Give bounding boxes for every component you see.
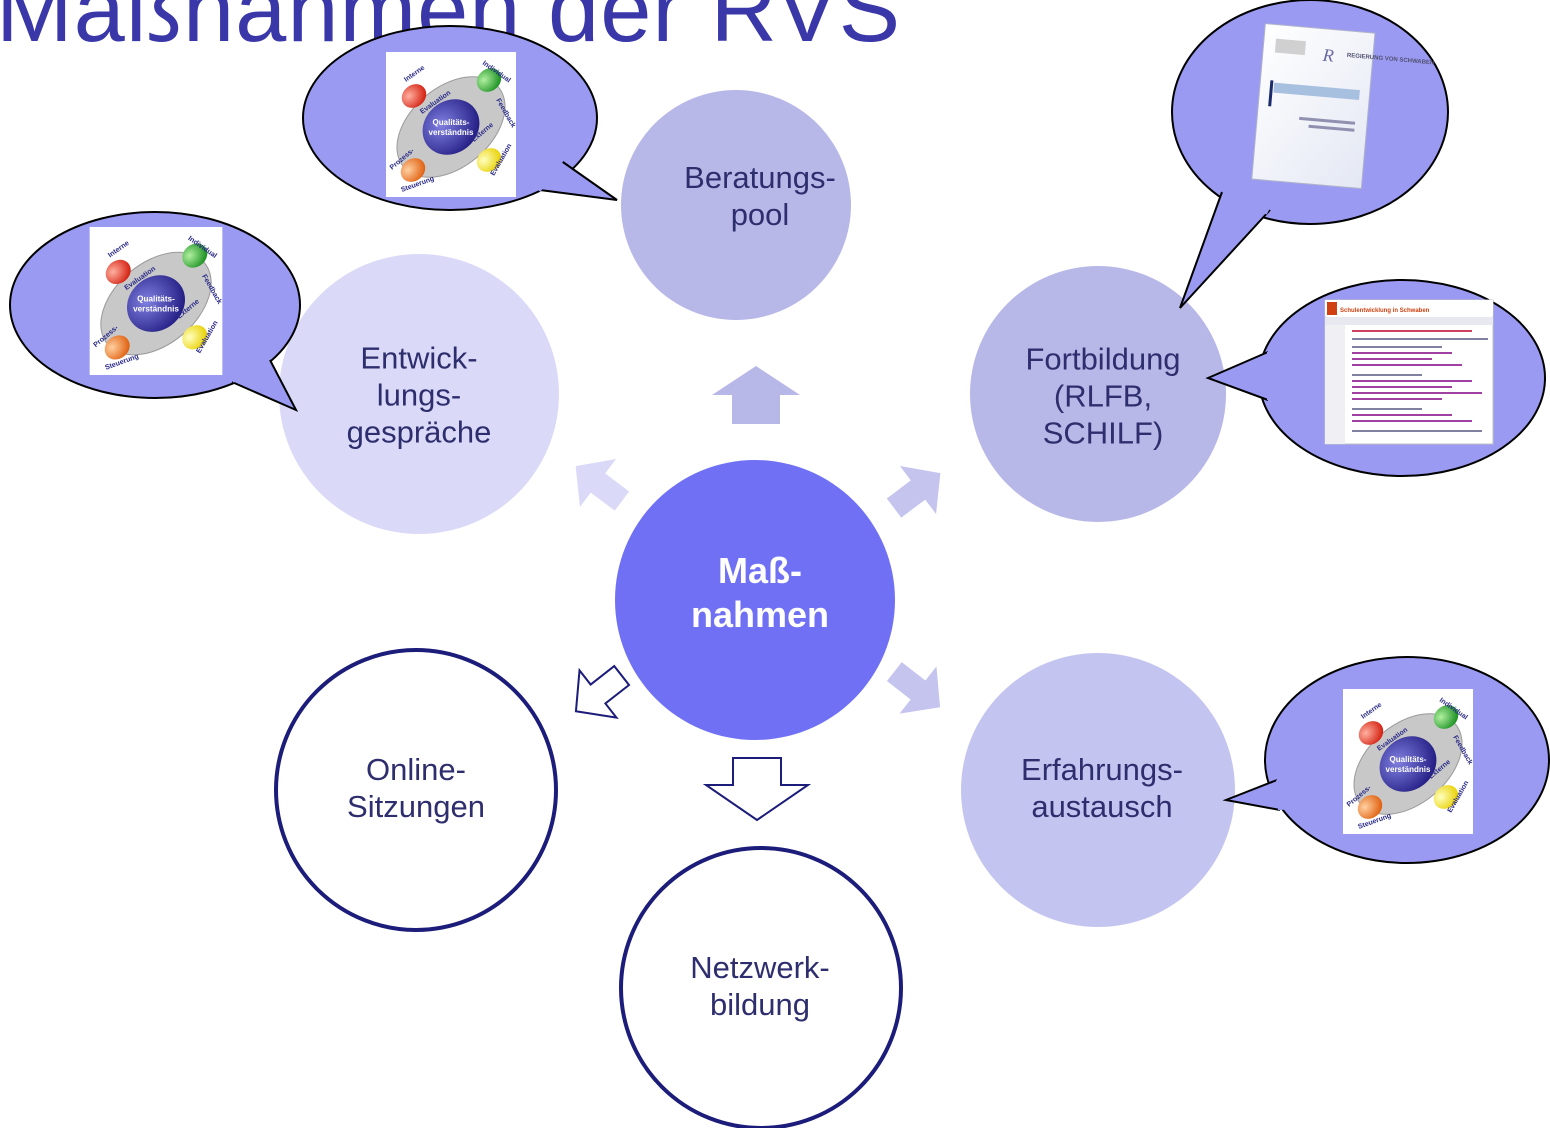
node-fortbildung [970,266,1226,522]
node-entwicklungsgespraeche [279,254,559,534]
document-cover-icon: R REGIERUNG VON SCHWABEN [1251,23,1434,190]
center-label: Maß- nahmen [690,550,830,635]
svg-text:R: R [1321,45,1335,66]
quality-logo-icon [85,227,227,375]
node-netzwerkbildung [619,846,903,1128]
node-online-sitzungen [274,648,558,932]
node-label-erfahrungsaustausch: Erfahrungs- austausch [1021,752,1183,824]
node-label-online-sitzungen: Online- Sitzungen [347,752,485,824]
node-label-entwicklungsgespraeche: Entwick- lungs- gespräche [346,340,492,450]
node-label-netzwerkbildung: Netzwerk- bildung [690,950,830,1022]
node-label-fortbildung: Fortbildung (RLFB, SCHILF) [1025,341,1181,451]
center-node [615,460,895,740]
arrow-upper-left [575,459,630,511]
arrow-lower-left [574,664,631,720]
svg-text:Schulentwicklung in Schwaben: Schulentwicklung in Schwaben [1340,308,1430,314]
quality-logo-icon [385,52,517,197]
arrow-upper-right [886,466,941,518]
node-label-beratungspool: Beratungs- pool [684,160,836,232]
arrow-down [702,757,812,822]
arrow-lower-right [886,662,941,714]
node-erfahrungsaustausch [961,653,1235,927]
quality-logo-icon [1341,689,1475,834]
speech-bubble-beratung [302,25,618,211]
speech-bubble-webpage: Schulentwicklung in Schwaben [1205,279,1546,477]
arrow-up [712,366,800,424]
webpage-screenshot-icon: Schulentwicklung in Schwaben [1324,299,1494,445]
speech-bubble-entwicklung [9,211,301,413]
node-beratungspool [621,90,851,320]
speech-bubble-erfahrung [1222,656,1550,864]
speech-bubble-document: R REGIERUNG VON SCHWABEN [1171,0,1449,309]
